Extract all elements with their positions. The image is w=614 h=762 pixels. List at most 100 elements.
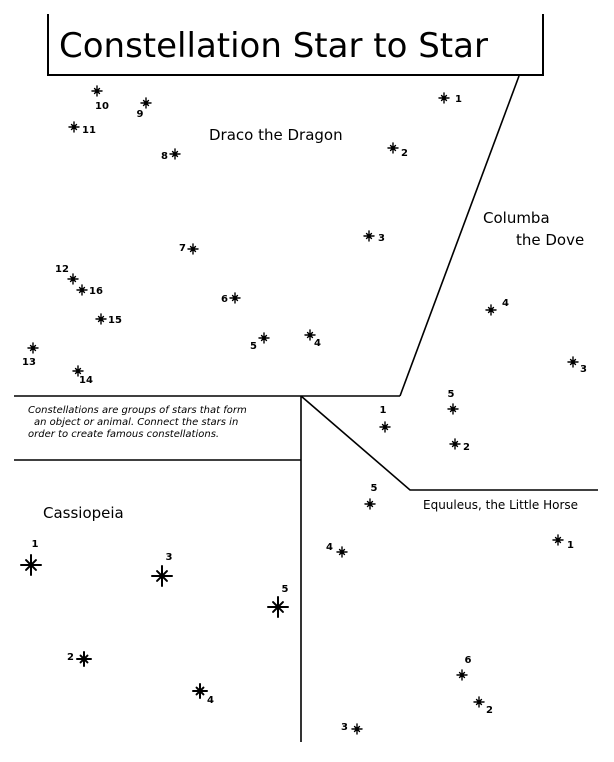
draco-star-3-label: 3 [378, 233, 385, 244]
intro-text: Constellations are groups of stars that … [28, 405, 298, 441]
cassiopeia-star-1: 1 [20, 539, 42, 576]
equuleus-star-6: 6 [456, 655, 472, 681]
equuleus-star-2: 2 [473, 696, 493, 716]
star-center [99, 317, 103, 321]
star-center [367, 234, 371, 238]
star-icon [267, 596, 289, 618]
star-center [72, 125, 76, 129]
columba-star-5: 5 [447, 389, 459, 415]
equuleus-star-4: 4 [326, 542, 348, 558]
draco-star-16-label: 16 [89, 286, 103, 297]
equuleus-name: Equuleus, the Little Horse [423, 498, 579, 512]
draco-star-4-label: 4 [314, 338, 321, 349]
draco-star-14: 14 [72, 365, 93, 386]
draco-star-6-label: 6 [221, 294, 228, 305]
columba-name-line1: Columba [483, 209, 550, 227]
draco-star-15-label: 15 [108, 315, 122, 326]
title-box: Constellation Star to Star [47, 14, 544, 76]
draco-star-12-label: 12 [55, 264, 69, 275]
equuleus-star-1-label: 1 [567, 540, 574, 551]
star-icon [151, 565, 173, 587]
draco-star-9-label: 9 [137, 109, 144, 120]
columba-star-1-label: 1 [380, 405, 387, 416]
equuleus-star-4-label: 4 [326, 542, 333, 553]
equuleus-star-5: 5 [364, 483, 378, 510]
columba-star-2-label: 2 [463, 442, 470, 453]
star-center [197, 688, 203, 694]
draco-star-10: 10 [91, 85, 109, 112]
draco-star-12: 12 [55, 264, 79, 285]
columba-star-4-label: 4 [502, 298, 509, 309]
cassiopeia-star-1-label: 1 [32, 539, 39, 550]
columba-star-2: 2 [449, 438, 470, 453]
cassiopeia-name: Cassiopeia [43, 504, 124, 522]
star-center [571, 360, 575, 364]
draco-star-3: 3 [363, 230, 385, 244]
draco-name: Draco the Dragon [209, 126, 343, 144]
draco-star-1-label: 1 [455, 94, 462, 105]
star-center [81, 656, 87, 662]
star-center [460, 673, 464, 677]
columba-equuleus-divider [300, 395, 598, 491]
draco-star-16: 16 [76, 284, 103, 297]
star-center [31, 346, 35, 350]
star-center [383, 425, 387, 429]
star-center [355, 727, 359, 731]
equuleus-star-6-label: 6 [465, 655, 472, 666]
columba-star-3-label: 3 [580, 364, 587, 375]
star-center [477, 700, 481, 704]
cassiopeia-star-2-label: 2 [67, 652, 74, 663]
draco-star-15: 15 [95, 313, 122, 326]
draco-star-5: 5 [250, 332, 270, 352]
draco-star-2: 2 [387, 142, 408, 159]
cassiopeia-star-4: 4 [192, 683, 214, 706]
page-title: Constellation Star to Star [59, 26, 488, 66]
draco-star-8-label: 8 [161, 151, 168, 162]
draco-star-14-label: 14 [79, 375, 93, 386]
star-center [275, 604, 281, 610]
draco-star-6: 6 [221, 292, 241, 305]
star-center [368, 502, 372, 506]
cassiopeia-star-5: 5 [267, 584, 289, 618]
draco-star-13-label: 13 [22, 357, 36, 368]
star-center [451, 407, 455, 411]
equuleus-star-2-label: 2 [486, 705, 493, 716]
draco-star-5-label: 5 [250, 341, 257, 352]
star-icon [20, 554, 42, 576]
columba-star-4: 4 [485, 298, 509, 316]
draco-star-11-label: 11 [82, 125, 96, 136]
star-center [159, 573, 165, 579]
star-center [95, 89, 99, 93]
draco-star-4: 4 [304, 329, 321, 349]
intro-line-3: order to create famous constellations. [28, 429, 220, 440]
draco-star-11: 11 [68, 121, 96, 136]
equuleus-star-3-label: 3 [341, 722, 348, 733]
intro-line-2: an object or animal. Connect the stars i… [34, 417, 239, 428]
star-center [233, 296, 237, 300]
draco-star-10-label: 10 [95, 101, 109, 112]
equuleus-star-3: 3 [341, 722, 363, 735]
draco-columba-divider [399, 75, 520, 397]
star-center [453, 442, 457, 446]
star-center [340, 550, 344, 554]
star-center [489, 308, 493, 312]
star-center [308, 333, 312, 337]
star-center [262, 336, 266, 340]
draco-star-9: 9 [137, 97, 152, 120]
columba-star-3: 3 [567, 356, 587, 375]
star-center [173, 152, 177, 156]
cassiopeia-star-5-label: 5 [282, 584, 289, 595]
star-center [144, 101, 148, 105]
draco-star-7-label: 7 [179, 243, 186, 254]
star-center [28, 562, 34, 568]
columba-star-1: 1 [379, 405, 391, 433]
equuleus-star-5-label: 5 [371, 483, 378, 494]
draco-star-1: 1 [438, 92, 462, 105]
star-center [80, 288, 84, 292]
draco-star-13: 13 [22, 342, 39, 368]
star-center [556, 538, 560, 542]
intro-line-1: Constellations are groups of stars that … [28, 405, 247, 416]
draco-star-2-label: 2 [401, 148, 408, 159]
